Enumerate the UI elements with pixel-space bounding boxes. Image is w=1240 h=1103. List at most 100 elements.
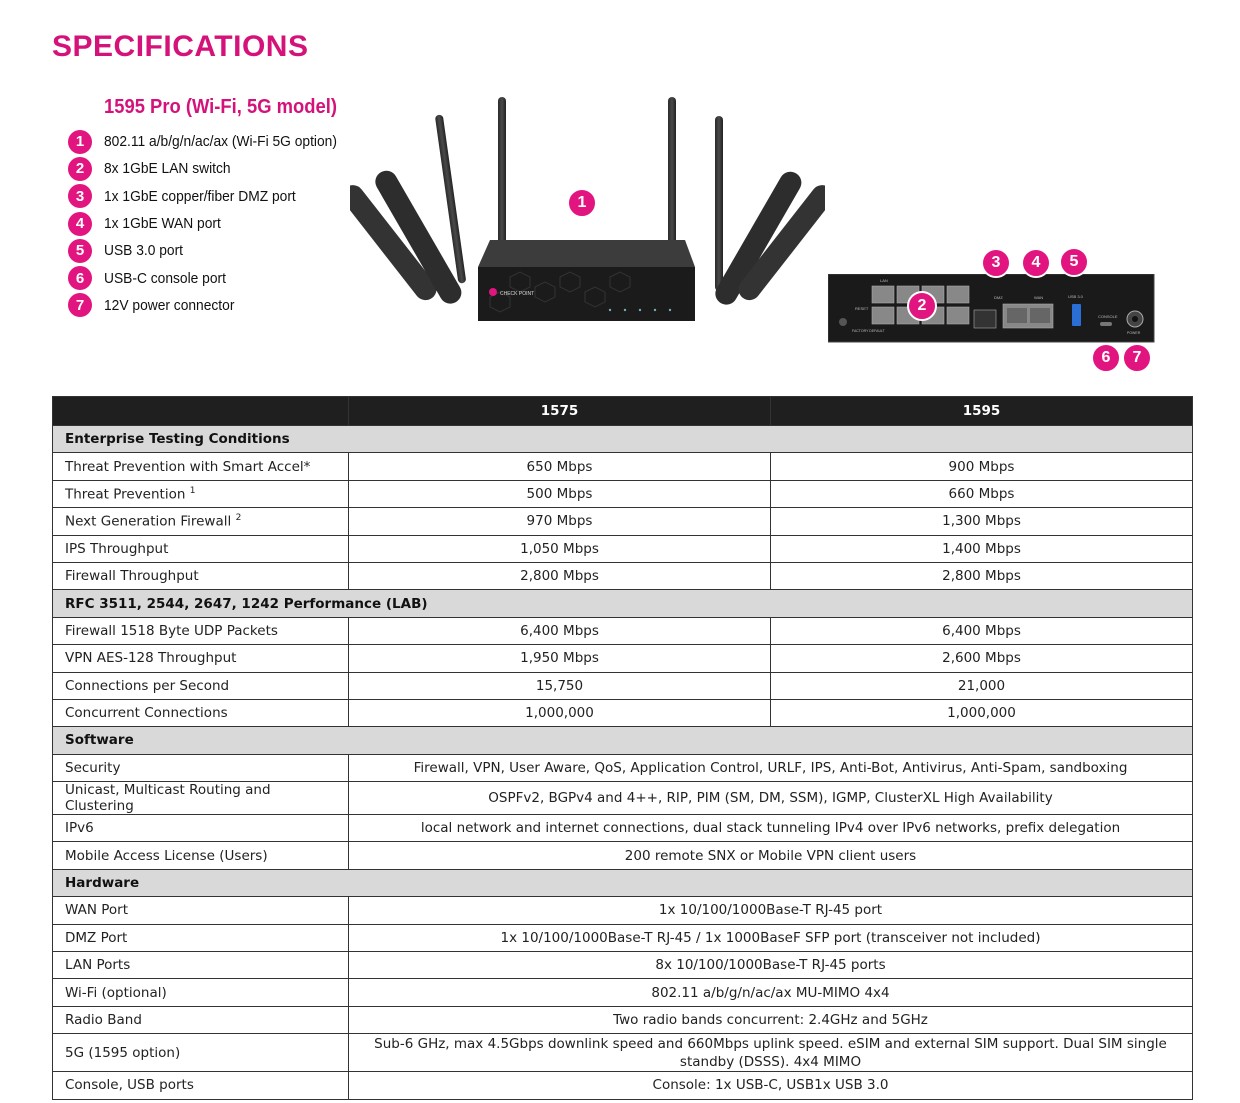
feature-item: 3 1x 1GbE copper/fiber DMZ port [68,183,357,210]
section-row: Software [52,726,1193,755]
table-row: Mobile Access License (Users)200 remote … [52,841,1193,870]
section-title: Software [52,726,1193,755]
feature-number-badge: 4 [68,211,92,236]
value-1595: 660 Mbps [770,479,1193,509]
feature-item: 6 USB-C console port [68,264,357,291]
row-value: 802.11 a/b/g/n/ac/ax MU-MIMO 4x4 [348,978,1193,1007]
router-device-image: CHECK POINT [350,97,825,321]
row-value: 1x 10/100/1000Base-T RJ-45 port [348,896,1193,925]
panel-usb-text: USB 3.0 [1068,294,1084,299]
row-label: DMZ Port [52,923,349,953]
value-1575: 650 Mbps [348,452,771,481]
row-value: Firewall, VPN, User Aware, QoS, Applicat… [348,753,1193,783]
feature-number-badge: 5 [68,238,92,263]
panel-factory-text: FACTORY DEFAULT [852,329,886,333]
header-1575: 1575 [348,396,771,426]
footnote-marker: 1 [189,485,196,496]
page-title: SPECIFICATIONS [52,30,309,63]
callout-5: 5 [1059,247,1089,277]
feature-item: 4 1x 1GbE WAN port [68,210,357,237]
antenna [498,97,506,272]
row-label: Radio Band [52,1005,349,1035]
value-1575: 1,000,000 [348,698,771,728]
value-1575: 15,750 [348,671,771,700]
row-value: Two radio bands concurrent: 2.4GHz and 5… [348,1005,1193,1035]
panel-ports-text: LAN [880,278,888,283]
antenna [350,185,437,301]
row-label: Threat Prevention with Smart Accel* [52,452,349,481]
router-brand-text: CHECK POINT [500,291,534,297]
feature-text: 8x 1GbE LAN switch [104,160,231,178]
value-1595: 1,000,000 [770,698,1193,728]
row-label: IPv6 [52,814,349,843]
row-label: Mobile Access License (Users) [52,841,349,870]
panel-wan-text: WAN [1034,295,1043,300]
footnote-marker: 2 [235,513,242,524]
feature-text: 1x 1GbE copper/fiber DMZ port [104,187,296,205]
antenna [715,171,802,305]
feature-text: 1x 1GbE WAN port [104,215,221,233]
header-label-cell [52,396,349,426]
row-value: 1x 10/100/1000Base-T RJ-45 / 1x 1000Base… [348,923,1193,953]
feature-text: 802.11 a/b/g/n/ac/ax (Wi-Fi 5G option) [104,133,337,151]
callout-6: 6 [1091,343,1121,373]
feature-number-badge: 3 [68,184,92,209]
antenna [375,170,462,304]
value-1575: 970 Mbps [348,507,771,536]
section-row: Hardware [52,868,1193,898]
feature-number-badge: 1 [68,129,92,154]
callout-3: 3 [981,248,1011,278]
row-value: Sub-6 GHz, max 4.5Gbps downlink speed an… [348,1033,1193,1073]
row-label: 5G (1595 option) [52,1033,349,1073]
row-label: WAN Port [52,896,349,925]
antenna [435,114,466,284]
antenna [668,97,676,272]
callout-7: 7 [1122,343,1152,373]
feature-item: 2 8x 1GbE LAN switch [68,155,357,182]
row-label: VPN AES-128 Throughput [52,644,349,673]
feature-text: USB 3.0 port [104,242,184,260]
table-row: Unicast, Multicast Routing and Clusterin… [52,781,1193,816]
table-row: Threat Prevention with Smart Accel*650 M… [52,452,1193,481]
antenna [738,185,825,301]
row-label: LAN Ports [52,951,349,980]
callout-1: 1 [567,188,597,218]
feature-number-badge: 2 [68,156,92,181]
row-label: Threat Prevention 1 [52,479,349,509]
row-value: 8x 10/100/1000Base-T RJ-45 ports [348,951,1193,980]
value-1575: 2,800 Mbps [348,561,771,591]
feature-text: USB-C console port [104,269,226,287]
section-row: Enterprise Testing Conditions [52,424,1193,454]
feature-number-badge: 6 [68,266,92,291]
feature-item: 1 802.11 a/b/g/n/ac/ax (Wi-Fi 5G option) [68,128,357,155]
panel-console-text: CONSOLE [1098,314,1118,319]
row-label: Firewall Throughput [52,561,349,591]
row-label: Unicast, Multicast Routing and Clusterin… [52,781,349,816]
value-1595: 21,000 [770,671,1193,700]
section-title: Hardware [52,868,1193,898]
panel-reset-text: RESET [855,306,869,311]
feature-number-badge: 7 [68,293,92,318]
row-value: OSPFv2, BGPv4 and 4++, RIP, PIM (SM, DM,… [348,781,1193,816]
row-label: Console, USB ports [52,1071,349,1100]
value-1575: 1,050 Mbps [348,534,771,563]
row-value: 200 remote SNX or Mobile VPN client user… [348,841,1193,870]
value-1595: 2,800 Mbps [770,561,1193,591]
row-value: local network and internet connections, … [348,814,1193,843]
row-label: Wi-Fi (optional) [52,978,349,1007]
row-label: Firewall 1518 Byte UDP Packets [52,616,349,646]
header-1595: 1595 [770,396,1193,426]
